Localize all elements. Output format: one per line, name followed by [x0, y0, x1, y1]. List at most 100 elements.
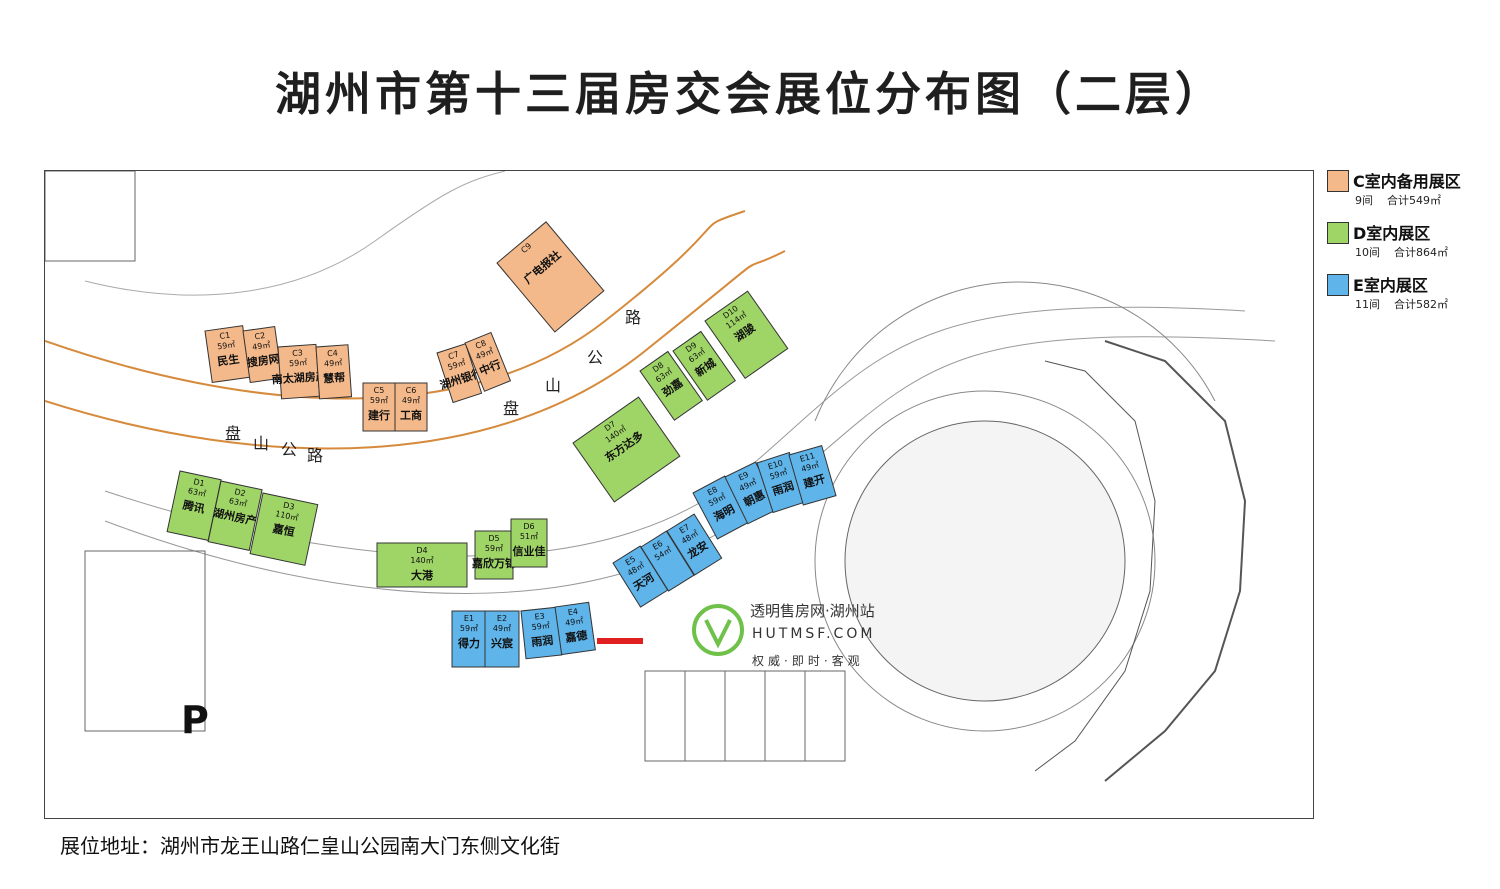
- plaza-upper-arc: [814, 281, 1216, 422]
- road-edge-south: [45, 250, 786, 450]
- booth-name: 工商: [400, 408, 422, 422]
- booth-id: D5: [488, 534, 499, 543]
- booth-name: 信业佳: [513, 544, 546, 558]
- legend-swatch-e: [1327, 274, 1349, 296]
- legend-total-c: 合计549㎡: [1387, 194, 1441, 207]
- red-strip: [597, 638, 643, 644]
- west-building: [84, 550, 206, 732]
- booth-area: 59㎡: [217, 340, 236, 351]
- venue-address: 展位地址：湖州市龙王山路仁皇山公园南大门东侧文化街: [60, 834, 560, 858]
- booth-shape: [788, 445, 837, 506]
- booth-area: 49㎡: [493, 624, 511, 633]
- legend: C室内备用展区 9间合计549㎡ D室内展区 10间合计864㎡ E室内展区 1…: [1327, 168, 1497, 324]
- legend-count-e: 11间: [1355, 298, 1380, 311]
- booth-name: 搜房网: [246, 351, 281, 369]
- booth-shape: [436, 343, 483, 404]
- booth-shape: [672, 330, 736, 401]
- booth-id: C2: [254, 331, 266, 341]
- booth-id: C3: [292, 348, 303, 358]
- brand-name: 透明售房网·湖州站: [750, 602, 875, 620]
- booth-id: E11: [799, 451, 816, 464]
- booth-shape: [554, 601, 596, 656]
- legend-count-d: 10间: [1355, 246, 1380, 259]
- booth-name: 雨润: [770, 478, 795, 498]
- booth-area: 49㎡: [324, 358, 343, 368]
- road-char-7: 公: [587, 348, 603, 367]
- road-edge-north: [45, 210, 746, 400]
- brand-logo-icon: [692, 604, 744, 656]
- booth-shape: [451, 610, 487, 668]
- booth-shape: [666, 513, 723, 576]
- garden-arc: [84, 171, 506, 296]
- road-char-3: 公: [281, 440, 297, 459]
- legend-total-d: 合计864㎡: [1394, 246, 1448, 259]
- booth-id: D6: [523, 522, 534, 531]
- page-title: 湖州市第十三届房交会展位分布图（二层）: [275, 67, 1225, 121]
- brand-watermark: 透明售房网·湖州站 HUTMSF.COM 权威·即时·客观: [690, 596, 910, 676]
- booth-area: 59㎡: [370, 396, 388, 405]
- booth-id: D4: [416, 546, 427, 555]
- booth-name: 雨润: [531, 633, 554, 649]
- booth-shape: [572, 396, 681, 503]
- booth-shape: [362, 382, 396, 432]
- legend-name-c: C室内备用展区: [1353, 172, 1461, 191]
- booth-id: C1: [219, 331, 231, 341]
- booth-area: 49㎡: [402, 396, 420, 405]
- booth-shape: [484, 610, 520, 668]
- booth-name: 兴宸: [491, 636, 514, 650]
- booth-id: E3: [534, 612, 545, 622]
- booth-id: C4: [327, 349, 338, 359]
- booth-shape: [474, 530, 514, 580]
- legend-item-c: C室内备用展区 9间 合计549㎡: [1327, 168, 1497, 220]
- booth-shape: [704, 290, 789, 380]
- booth-shape: [249, 492, 319, 566]
- road-char-6: 山: [545, 376, 561, 395]
- booth-shape: [640, 530, 695, 592]
- booth-area: 63㎡: [228, 496, 248, 509]
- legend-stats-e: 11间 合计582㎡: [1355, 296, 1448, 312]
- road-char-1: 盘: [225, 424, 241, 443]
- legend-item-d: D室内展区 10间合计864㎡: [1327, 220, 1497, 272]
- booth-shape: [464, 331, 512, 392]
- road-char-8: 路: [625, 308, 641, 327]
- booth-id: C5: [374, 386, 385, 395]
- booth-name: 大港: [411, 568, 434, 582]
- booth-id: E10: [767, 458, 784, 471]
- northwest-building: [45, 171, 136, 262]
- legend-count-c: 9间: [1355, 194, 1373, 207]
- booth-id: C8: [474, 339, 487, 351]
- legend-total-e: 合计582㎡: [1394, 298, 1448, 311]
- booth-area: 59㎡: [460, 624, 478, 633]
- legend-item-e: E室内展区 11间合计582㎡: [1327, 272, 1497, 324]
- legend-stats-d: 10间 合计864㎡: [1355, 244, 1448, 260]
- booth-area: 59㎡: [485, 544, 503, 553]
- brand-url: HUTMSF.COM: [752, 626, 876, 642]
- booth-area: 140㎡: [410, 556, 433, 565]
- booth-id: E9: [737, 470, 750, 483]
- road-char-5: 盘: [503, 399, 519, 418]
- booth-shape: [394, 382, 428, 432]
- brand-slogan: 权威·即时·客观: [752, 654, 864, 668]
- road-char-4: 路: [307, 446, 323, 465]
